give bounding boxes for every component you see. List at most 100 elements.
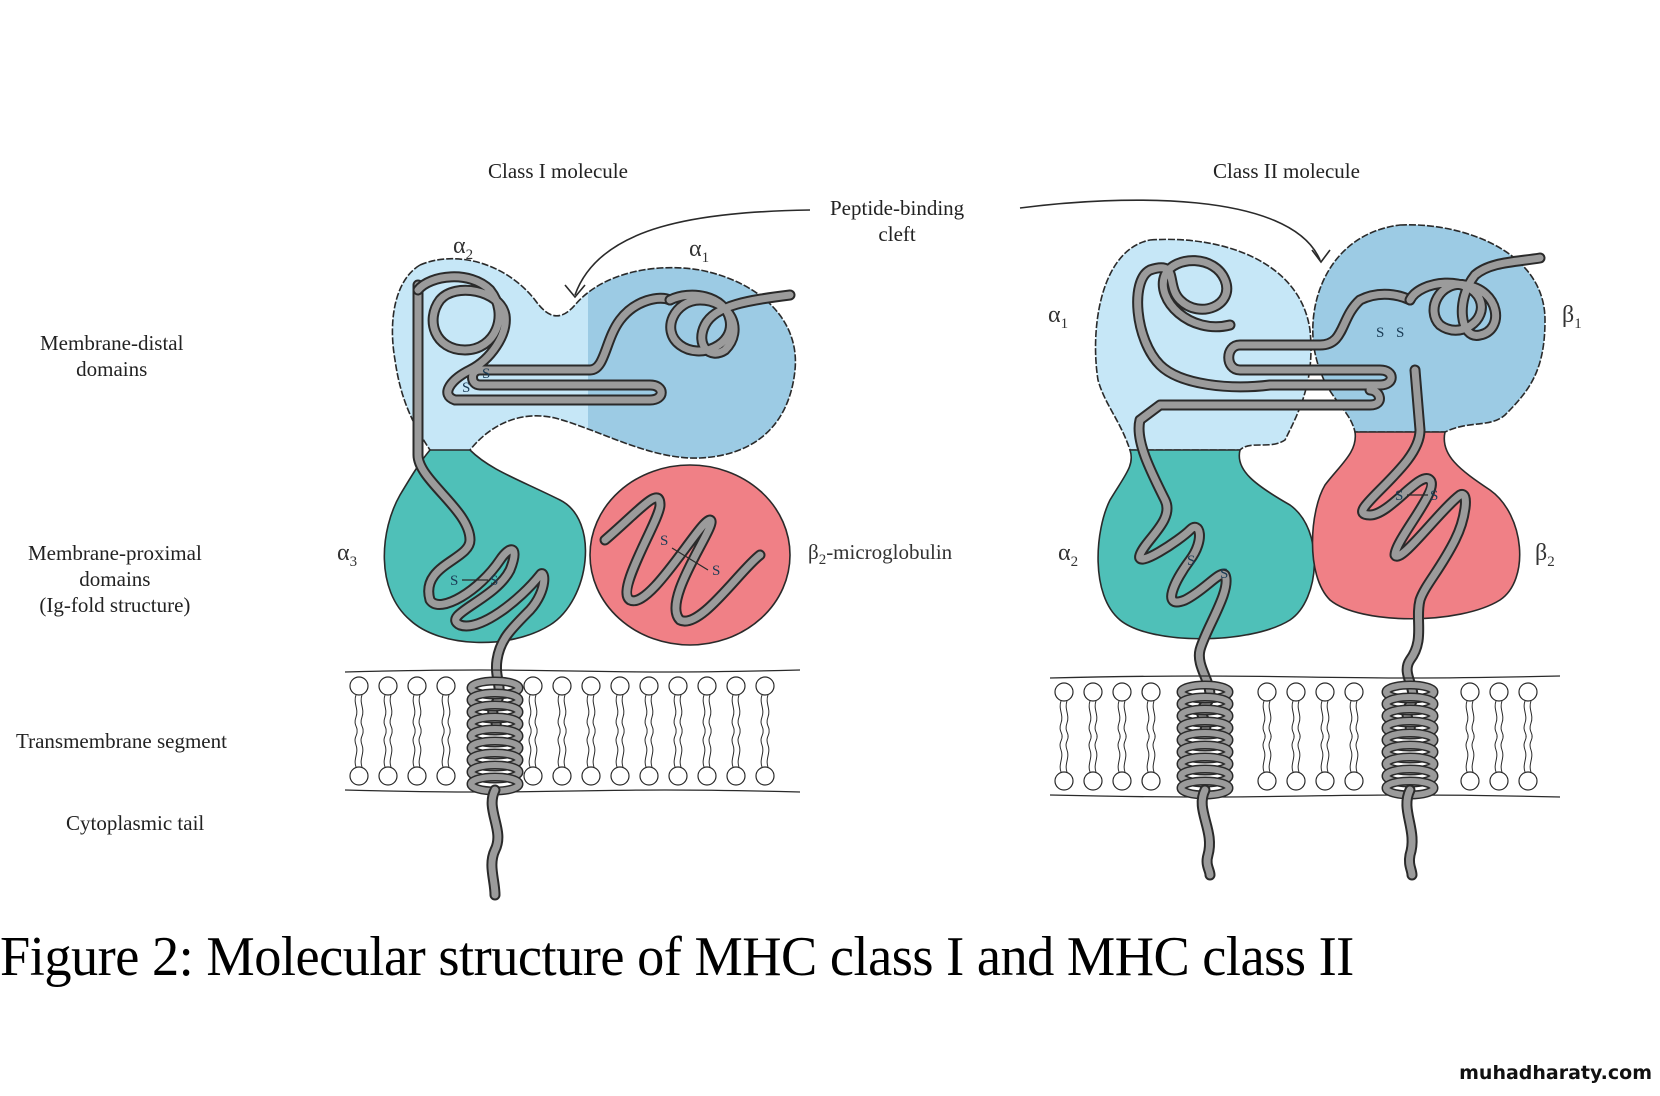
- lipid-tail: [766, 730, 770, 768]
- lipid: [1286, 682, 1306, 791]
- cleft-label-line1: Peptide-binding: [830, 196, 965, 220]
- class2-alpha-tail-fill: [1198, 786, 1214, 879]
- lipid-head-bottom: [552, 766, 572, 786]
- lipid-tail: [1088, 700, 1092, 738]
- lipid-tail: [1088, 735, 1092, 773]
- lipid-tail: [673, 694, 677, 732]
- lipid-head-top: [1286, 682, 1306, 702]
- lipid: [668, 676, 688, 786]
- lipid-tail: [586, 730, 590, 768]
- lipid-tail: [708, 694, 712, 732]
- lipid: [1344, 682, 1364, 791]
- lipid-tail: [586, 694, 590, 732]
- class2-beta-tail-fill: [1403, 786, 1416, 879]
- row-label-proximal-line1: Membrane-proximal: [28, 541, 202, 565]
- disulfide-s: S: [1396, 325, 1404, 341]
- lipid-tail: [1268, 700, 1272, 738]
- class1-transmembrane-helix: [466, 676, 524, 796]
- class1-title: Class I molecule: [488, 159, 628, 183]
- lipid-tail: [650, 730, 654, 768]
- lipid-tail: [528, 730, 532, 768]
- disulfide-s: S: [1376, 325, 1384, 341]
- lipid-tail: [1297, 735, 1301, 773]
- class2-alpha1-domain: [1094, 238, 1312, 451]
- lipid-head-top: [1054, 682, 1074, 702]
- lipid-head-bottom: [581, 766, 601, 786]
- greek-subscript: 1: [1060, 315, 1069, 332]
- lipid-tail: [1349, 700, 1353, 738]
- greek-subscript: 2: [818, 552, 827, 569]
- lipid-tail: [1523, 735, 1527, 773]
- disulfide-s: S: [1220, 566, 1228, 582]
- lipid-head-bottom: [436, 766, 456, 786]
- lipid-tail: [760, 694, 764, 732]
- cleft-arrow-class1: [574, 209, 811, 296]
- lipid-tail: [621, 730, 625, 768]
- lipid-head-bottom: [378, 766, 398, 786]
- disulfide-s: S: [660, 533, 668, 549]
- lipid-tail: [737, 694, 741, 732]
- greek-symbol: α: [453, 233, 466, 259]
- lipid-head-bottom: [523, 766, 543, 786]
- lipid-head-top: [1489, 682, 1509, 702]
- greek-symbol: α: [337, 540, 350, 566]
- lipid-tail: [563, 730, 567, 768]
- class2-alpha2-domain: [1097, 449, 1316, 640]
- class2-molecule: S S S S S S: [1049, 224, 1561, 881]
- membrane-outer-line: [1049, 675, 1561, 679]
- lipid: [1083, 682, 1103, 791]
- lipid-tail: [1059, 735, 1063, 773]
- lipid-tail: [679, 694, 683, 732]
- lipid-head-top: [1315, 682, 1335, 702]
- disulfide-s: S: [1430, 488, 1438, 504]
- lipid-tail: [1494, 735, 1498, 773]
- lipid-head-bottom: [1344, 771, 1364, 791]
- class1-alpha2-label: α2: [453, 233, 473, 264]
- lipid-head-top: [407, 676, 427, 696]
- lipid-tail: [1297, 700, 1301, 738]
- lipid: [610, 676, 630, 786]
- lipid-tail: [1529, 700, 1533, 738]
- lipid-tail: [615, 730, 619, 768]
- lipid-head-top: [378, 676, 398, 696]
- row-label-distal: Membrane-distal domains: [40, 330, 183, 382]
- row-label-proximal-line3: (Ig-fold structure): [39, 593, 191, 617]
- lipid-head-top: [552, 676, 572, 696]
- lipid: [1112, 682, 1132, 791]
- lipid-head-top: [726, 676, 746, 696]
- disulfide-s: S: [450, 573, 458, 589]
- greek-subscript: 1: [1574, 315, 1582, 332]
- arrowhead-class1: [564, 284, 586, 299]
- lipid-tail: [1320, 735, 1324, 773]
- lipid-tail: [650, 694, 654, 732]
- class2-disulfide-bonds: S S S S S S: [1187, 325, 1438, 582]
- lipid: [1257, 682, 1277, 791]
- disulfide-s: S: [1395, 488, 1403, 504]
- lipid-head-bottom: [1489, 771, 1509, 791]
- lipid-tail: [1494, 700, 1498, 738]
- lipid-tail: [1465, 700, 1469, 738]
- lipid: [581, 676, 601, 786]
- figure-caption: Figure 2: Molecular structure of MHC cla…: [0, 926, 1354, 988]
- lipid-head-bottom: [1286, 771, 1306, 791]
- lipid-tail: [1291, 700, 1295, 738]
- lipid-tail: [563, 694, 567, 732]
- class1-cytoplasmic-tail-fill: [488, 786, 502, 899]
- disulfide-s: S: [490, 573, 498, 589]
- lipid-head-top: [581, 676, 601, 696]
- lipid-head-bottom: [1460, 771, 1480, 791]
- lipid-tail: [412, 730, 416, 768]
- class1-alpha3-domain: [383, 449, 587, 644]
- lipid-tail: [1349, 735, 1353, 773]
- greek-subscript: 2: [465, 246, 474, 263]
- lipid-tail: [1123, 735, 1127, 773]
- lipid-tail: [447, 694, 451, 732]
- lipid-head-bottom: [697, 766, 717, 786]
- lipid-tail: [354, 730, 358, 768]
- lipid-tail: [389, 694, 393, 732]
- lipid-tail: [383, 694, 387, 732]
- class1-molecule: S S S S S S: [344, 257, 801, 901]
- lipid-head-top: [1141, 682, 1161, 702]
- lipid-tail: [360, 730, 364, 768]
- row-label-cytoplasmic: Cytoplasmic tail: [66, 811, 205, 835]
